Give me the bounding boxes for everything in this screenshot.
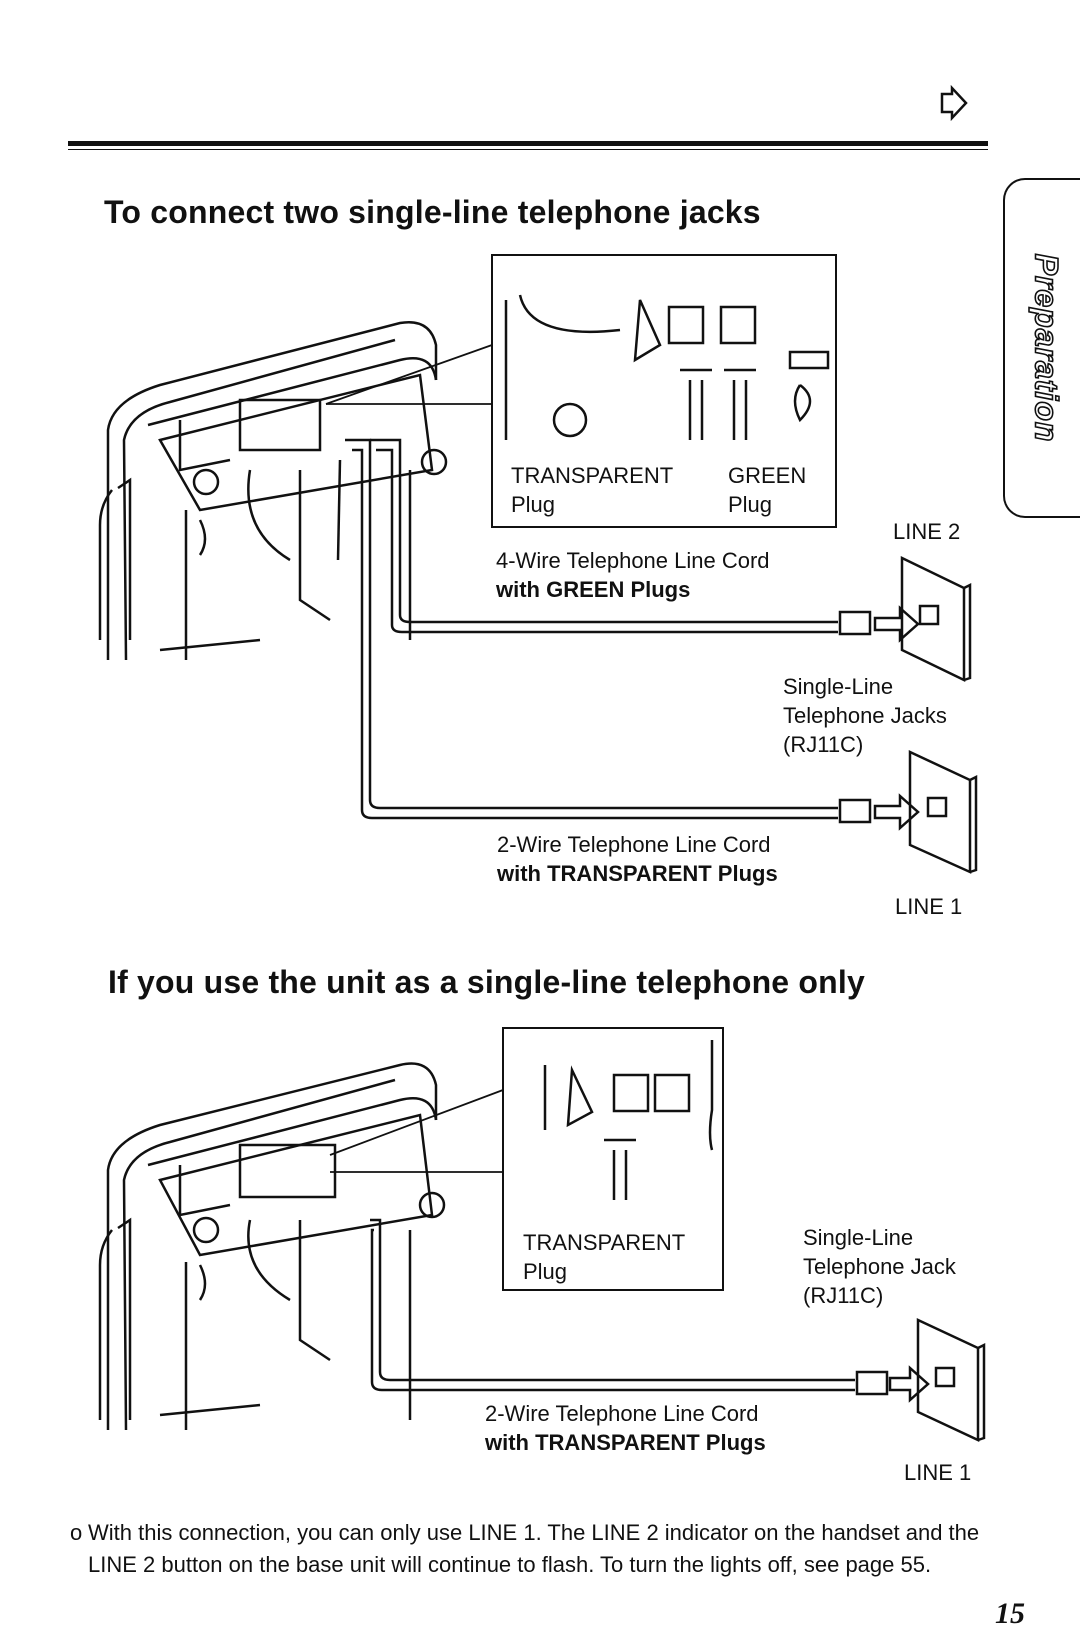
page-number: 15 xyxy=(995,1597,1025,1630)
jack-caption: Single-Line Telephone Jack (RJ11C) xyxy=(803,1225,956,1308)
inset-diagram-1 xyxy=(325,254,837,528)
jacks-caption: Single-Line Telephone Jacks (RJ11C) xyxy=(783,674,947,757)
line1-label-2: LINE 1 xyxy=(904,1460,972,1485)
cord4-caption: 4-Wire Telephone Line Cord with GREEN Pl… xyxy=(496,548,770,602)
note-bullet: o xyxy=(70,1520,83,1545)
inset-label-transparent: TRANSPARENT Plug xyxy=(511,463,674,517)
cord-4wire xyxy=(370,438,872,636)
wall-jack-single xyxy=(888,1318,986,1442)
cord-2wire-1 xyxy=(345,438,872,824)
side-tab: Preparation xyxy=(1003,178,1080,518)
cord2-caption-1: 2-Wire Telephone Line Cord with TRANSPAR… xyxy=(497,832,778,886)
top-rule-thin xyxy=(68,149,988,150)
line1-label-1: LINE 1 xyxy=(895,894,963,919)
section-title-two-jacks: To connect two single-line telephone jac… xyxy=(104,194,761,230)
cord2-caption-2: 2-Wire Telephone Line Cord with TRANSPAR… xyxy=(485,1401,766,1455)
inset-diagram-2 xyxy=(329,1027,724,1291)
inset-label-transparent-2: TRANSPARENT Plug xyxy=(523,1230,686,1284)
line2-label: LINE 2 xyxy=(893,519,961,544)
arrow-right-outline-icon xyxy=(940,84,968,122)
note-paragraph: o With this connection, you can only use… xyxy=(70,1517,1010,1581)
cord-2wire-2 xyxy=(370,1218,889,1396)
phone-base-unit-2 xyxy=(98,1062,446,1431)
section-title-single-line: If you use the unit as a single-line tel… xyxy=(108,964,865,1000)
side-tab-label: Preparation xyxy=(1028,253,1066,443)
phone-base-unit-1 xyxy=(98,321,448,661)
note-text: With this connection, you can only use L… xyxy=(88,1520,980,1577)
wall-jack-line1 xyxy=(873,750,978,874)
inset-label-green: GREEN Plug xyxy=(728,463,807,517)
wall-jack-line2 xyxy=(873,556,972,682)
top-rule xyxy=(68,141,988,146)
